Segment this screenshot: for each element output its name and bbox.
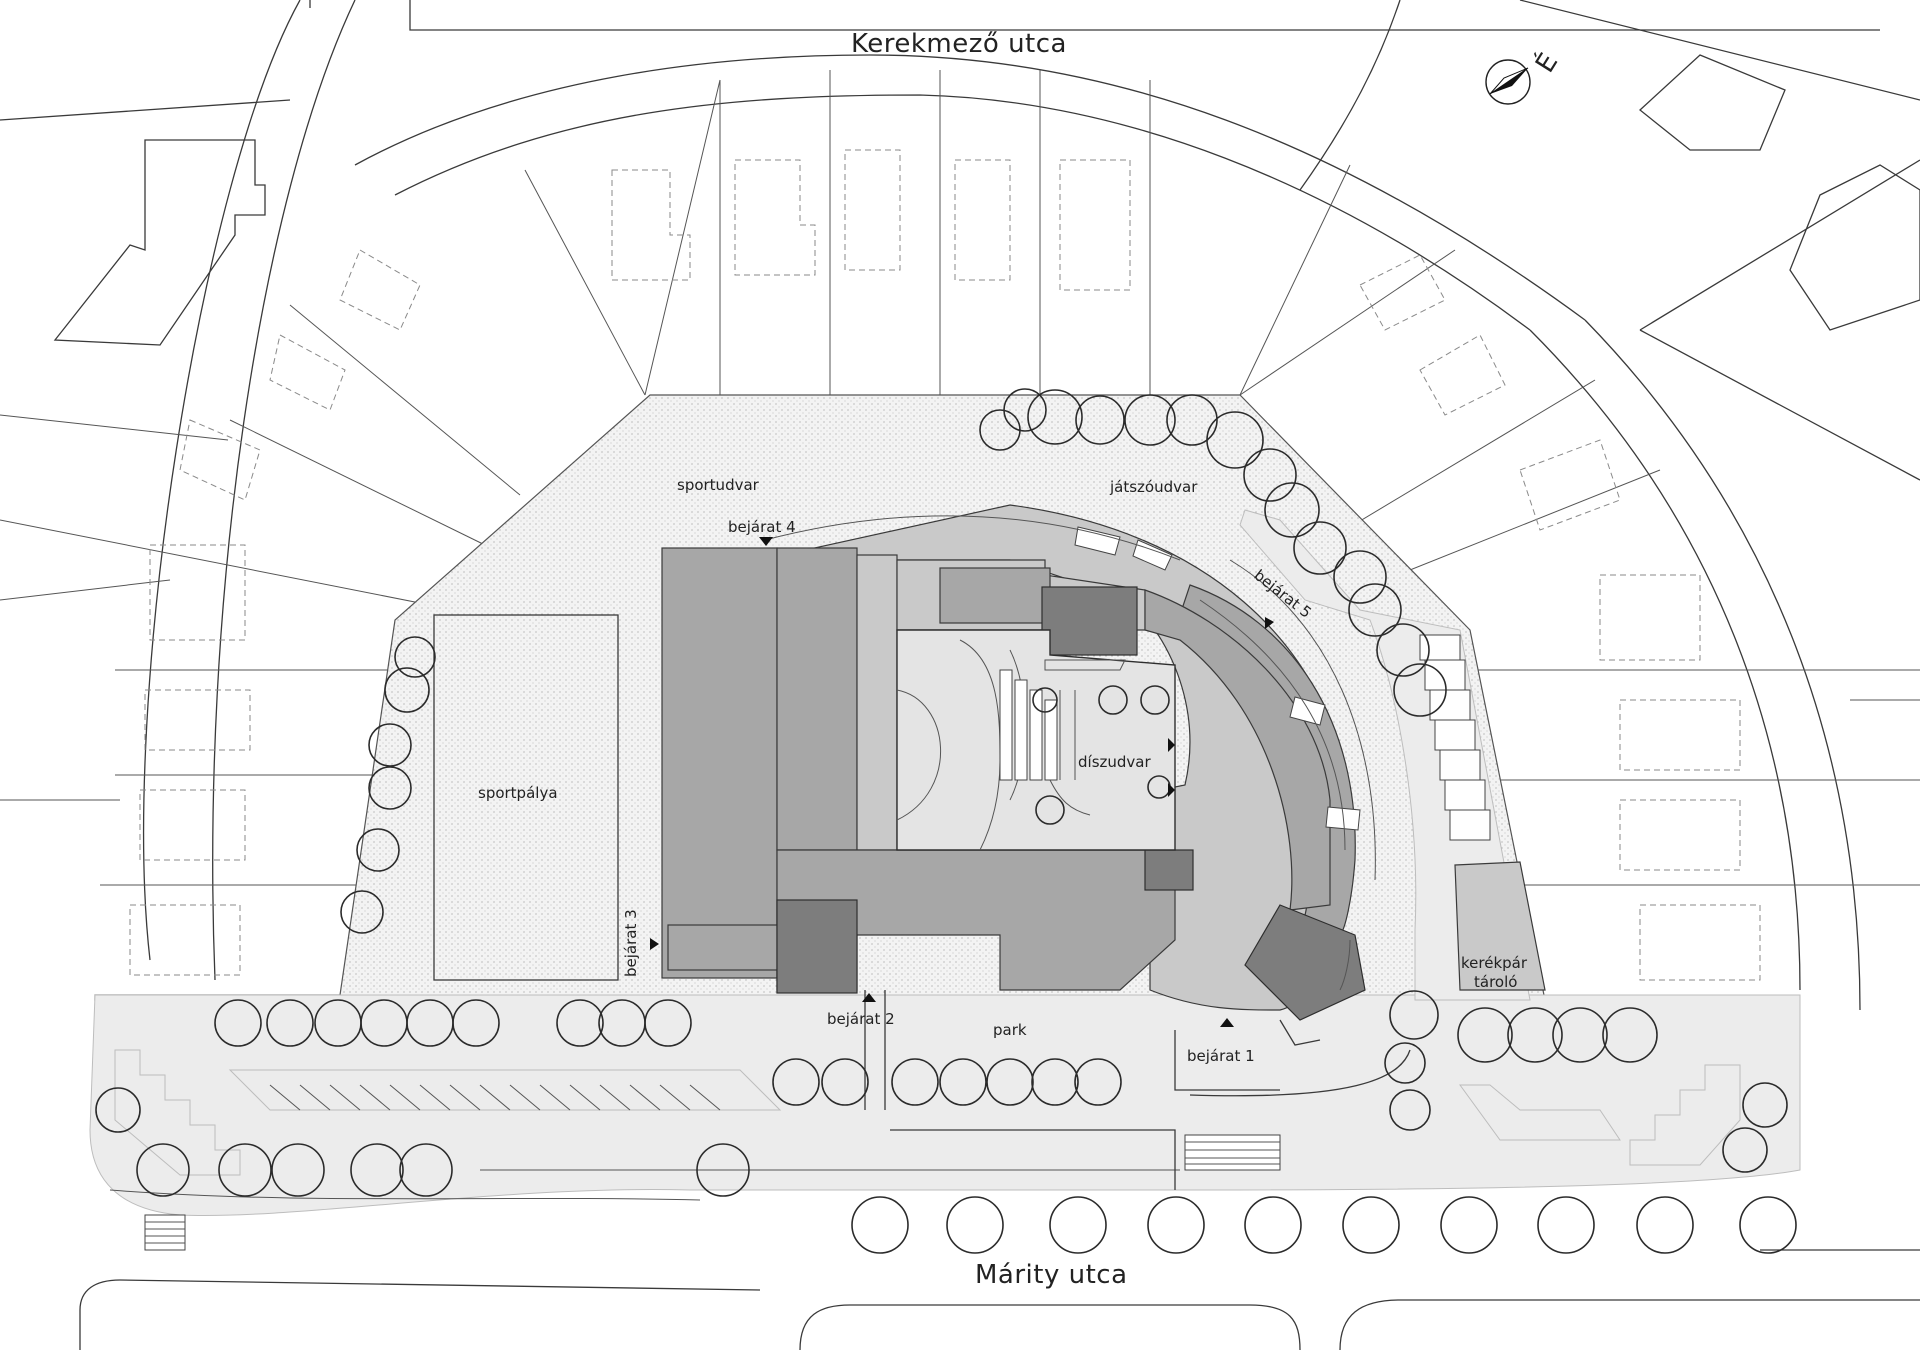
courtyard-arrow-icon-a xyxy=(1168,738,1175,752)
entrance-markers xyxy=(650,537,1274,1027)
area-label-sports-field: sportpálya xyxy=(478,784,558,802)
area-label-bike-storage-2: tároló xyxy=(1474,973,1517,991)
entrance-1-arrow-icon xyxy=(1220,1018,1234,1027)
neighbour-buildings xyxy=(53,54,1920,346)
area-label-bike-storage-1: kerékpár xyxy=(1461,954,1528,972)
plot-lines xyxy=(0,70,1920,886)
entrance-5-arrow-icon xyxy=(1265,617,1274,629)
parking-spaces xyxy=(269,1084,721,1111)
north-arrow-label: É xyxy=(1528,47,1564,78)
entrance-4-arrow-icon xyxy=(759,537,773,546)
bike-path-steps xyxy=(1419,634,1491,841)
area-label-park: park xyxy=(993,1021,1027,1039)
dark-block-south xyxy=(776,899,858,994)
dark-block-small xyxy=(1144,849,1194,891)
entrance-2-arrow-icon xyxy=(862,993,876,1002)
school-building xyxy=(661,504,1376,1046)
area-label-ceremonial-yard: díszudvar xyxy=(1078,753,1151,771)
trees xyxy=(95,388,1797,1254)
entrance-label-3: bejárat 3 xyxy=(622,909,640,977)
entrance-label-1: bejárat 1 xyxy=(1187,1047,1255,1065)
area-label-sports-yard: sportudvar xyxy=(677,476,760,494)
neighbour-houses xyxy=(129,149,1761,981)
north-arrow-icon xyxy=(1485,59,1531,105)
sports-field xyxy=(433,614,619,981)
entrance-3-arrow-icon xyxy=(650,938,659,950)
street-label-south: Márity utca xyxy=(975,1260,1128,1290)
entrance-label-2: bejárat 2 xyxy=(827,1010,895,1028)
courtyard-arrow-icon-b xyxy=(1168,783,1175,797)
entrance-label-4: bejárat 4 xyxy=(728,518,796,536)
area-label-play-yard: játszóudvar xyxy=(1109,478,1198,496)
dark-block-east xyxy=(1244,904,1366,1021)
bike-storage xyxy=(1454,861,1546,991)
stepped-seating xyxy=(999,669,1058,781)
street-label-north: Kerekmező utca xyxy=(851,29,1067,59)
dark-block-north xyxy=(1041,586,1138,656)
